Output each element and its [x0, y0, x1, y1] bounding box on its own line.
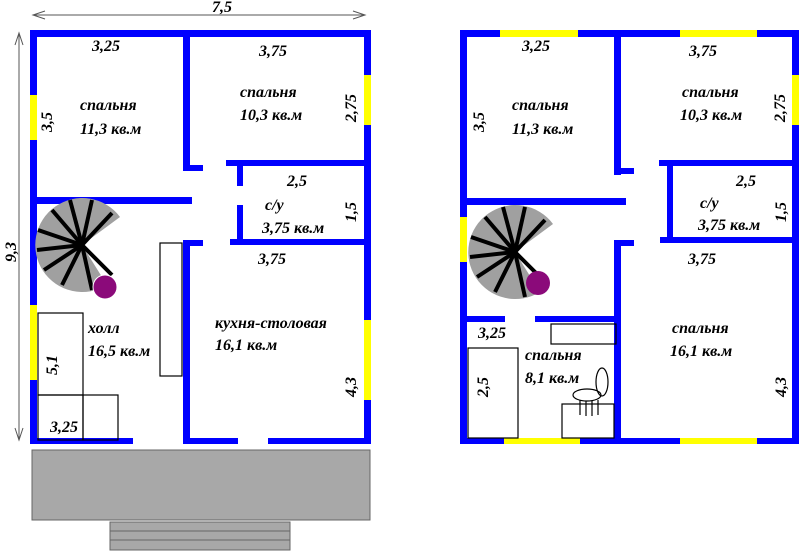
bathroom-depth: 1,5 — [773, 202, 790, 222]
bedroom4-name: спальня — [672, 320, 729, 337]
bedroom2-area: 10,3 кв.м — [680, 107, 742, 124]
hall-area: 16,5 кв.м — [88, 343, 150, 360]
bedroom3-depth: 2,5 — [475, 377, 492, 398]
bathroom-area: 3,75 кв.м — [261, 220, 324, 237]
bedroom1-area: 11,3 кв.м — [80, 121, 141, 138]
bedroom2-width: 3,75 — [258, 43, 287, 60]
bedroom1-width: 3,25 — [521, 38, 550, 55]
bathroom-name: с/у — [265, 197, 285, 214]
stair-post — [526, 271, 550, 295]
ground-floor-plan: 7,5 9,3 3,25 3,5 спальня — [3, 0, 371, 551]
bedroom2-depth: 2,75 — [343, 94, 360, 123]
bedroom2-name: спальня — [682, 84, 739, 101]
bedroom2-width: 3,75 — [688, 43, 717, 60]
bedroom4-area: 16,1 кв.м — [670, 343, 732, 360]
bedroom1-area: 11,3 кв.м — [512, 121, 573, 138]
bedroom3-area: 8,1 кв.м — [525, 370, 579, 387]
kitchen-width: 3,75 — [257, 251, 286, 268]
bedroom1-depth: 3,5 — [39, 112, 56, 133]
bedroom1-depth: 3,5 — [471, 112, 488, 133]
overall-width-label: 7,5 — [212, 0, 232, 16]
bathroom-name: с/у — [700, 195, 720, 212]
bedroom3-width: 3,25 — [477, 325, 506, 342]
upper-floor-plan: 3,25 3,5 спальня 11,3 кв.м 3,75 2,75 спа… — [460, 30, 799, 444]
porch-steps — [109, 521, 291, 551]
porch — [31, 449, 371, 521]
bedroom3-name: спальня — [525, 347, 582, 364]
bedroom2-area: 10,3 кв.м — [240, 107, 302, 124]
overall-depth-label: 9,3 — [3, 242, 20, 262]
bedroom2-name: спальня — [240, 84, 297, 101]
bedroom1-name: спальня — [80, 97, 137, 114]
kitchen-name: кухня-столовая — [215, 315, 327, 332]
bathroom-width: 2,5 — [735, 173, 756, 190]
windows — [460, 30, 799, 444]
bathroom-width: 2,5 — [286, 173, 307, 190]
bathroom-depth: 1,5 — [343, 202, 360, 222]
hall-name: холл — [87, 320, 120, 337]
bedroom1-width: 3,25 — [91, 38, 120, 55]
dimension-lines — [14, 10, 367, 442]
hall-depth: 5,1 — [44, 355, 61, 375]
bathroom-area: 3,75 кв.м — [697, 217, 760, 234]
bedroom4-depth: 4,3 — [773, 377, 790, 398]
windows — [30, 75, 371, 400]
bedroom-furniture — [467, 323, 617, 439]
walls — [30, 30, 371, 444]
bedroom4-width: 3,75 — [687, 251, 716, 268]
bedroom2-depth: 2,75 — [772, 94, 789, 123]
hall-width: 3,25 — [49, 419, 78, 436]
hall-furniture — [37, 242, 183, 441]
bedroom1-name: спальня — [512, 97, 569, 114]
kitchen-area: 16,1 кв.м — [215, 337, 277, 354]
stair-post — [92, 274, 118, 300]
kitchen-depth: 4,3 — [343, 377, 360, 398]
